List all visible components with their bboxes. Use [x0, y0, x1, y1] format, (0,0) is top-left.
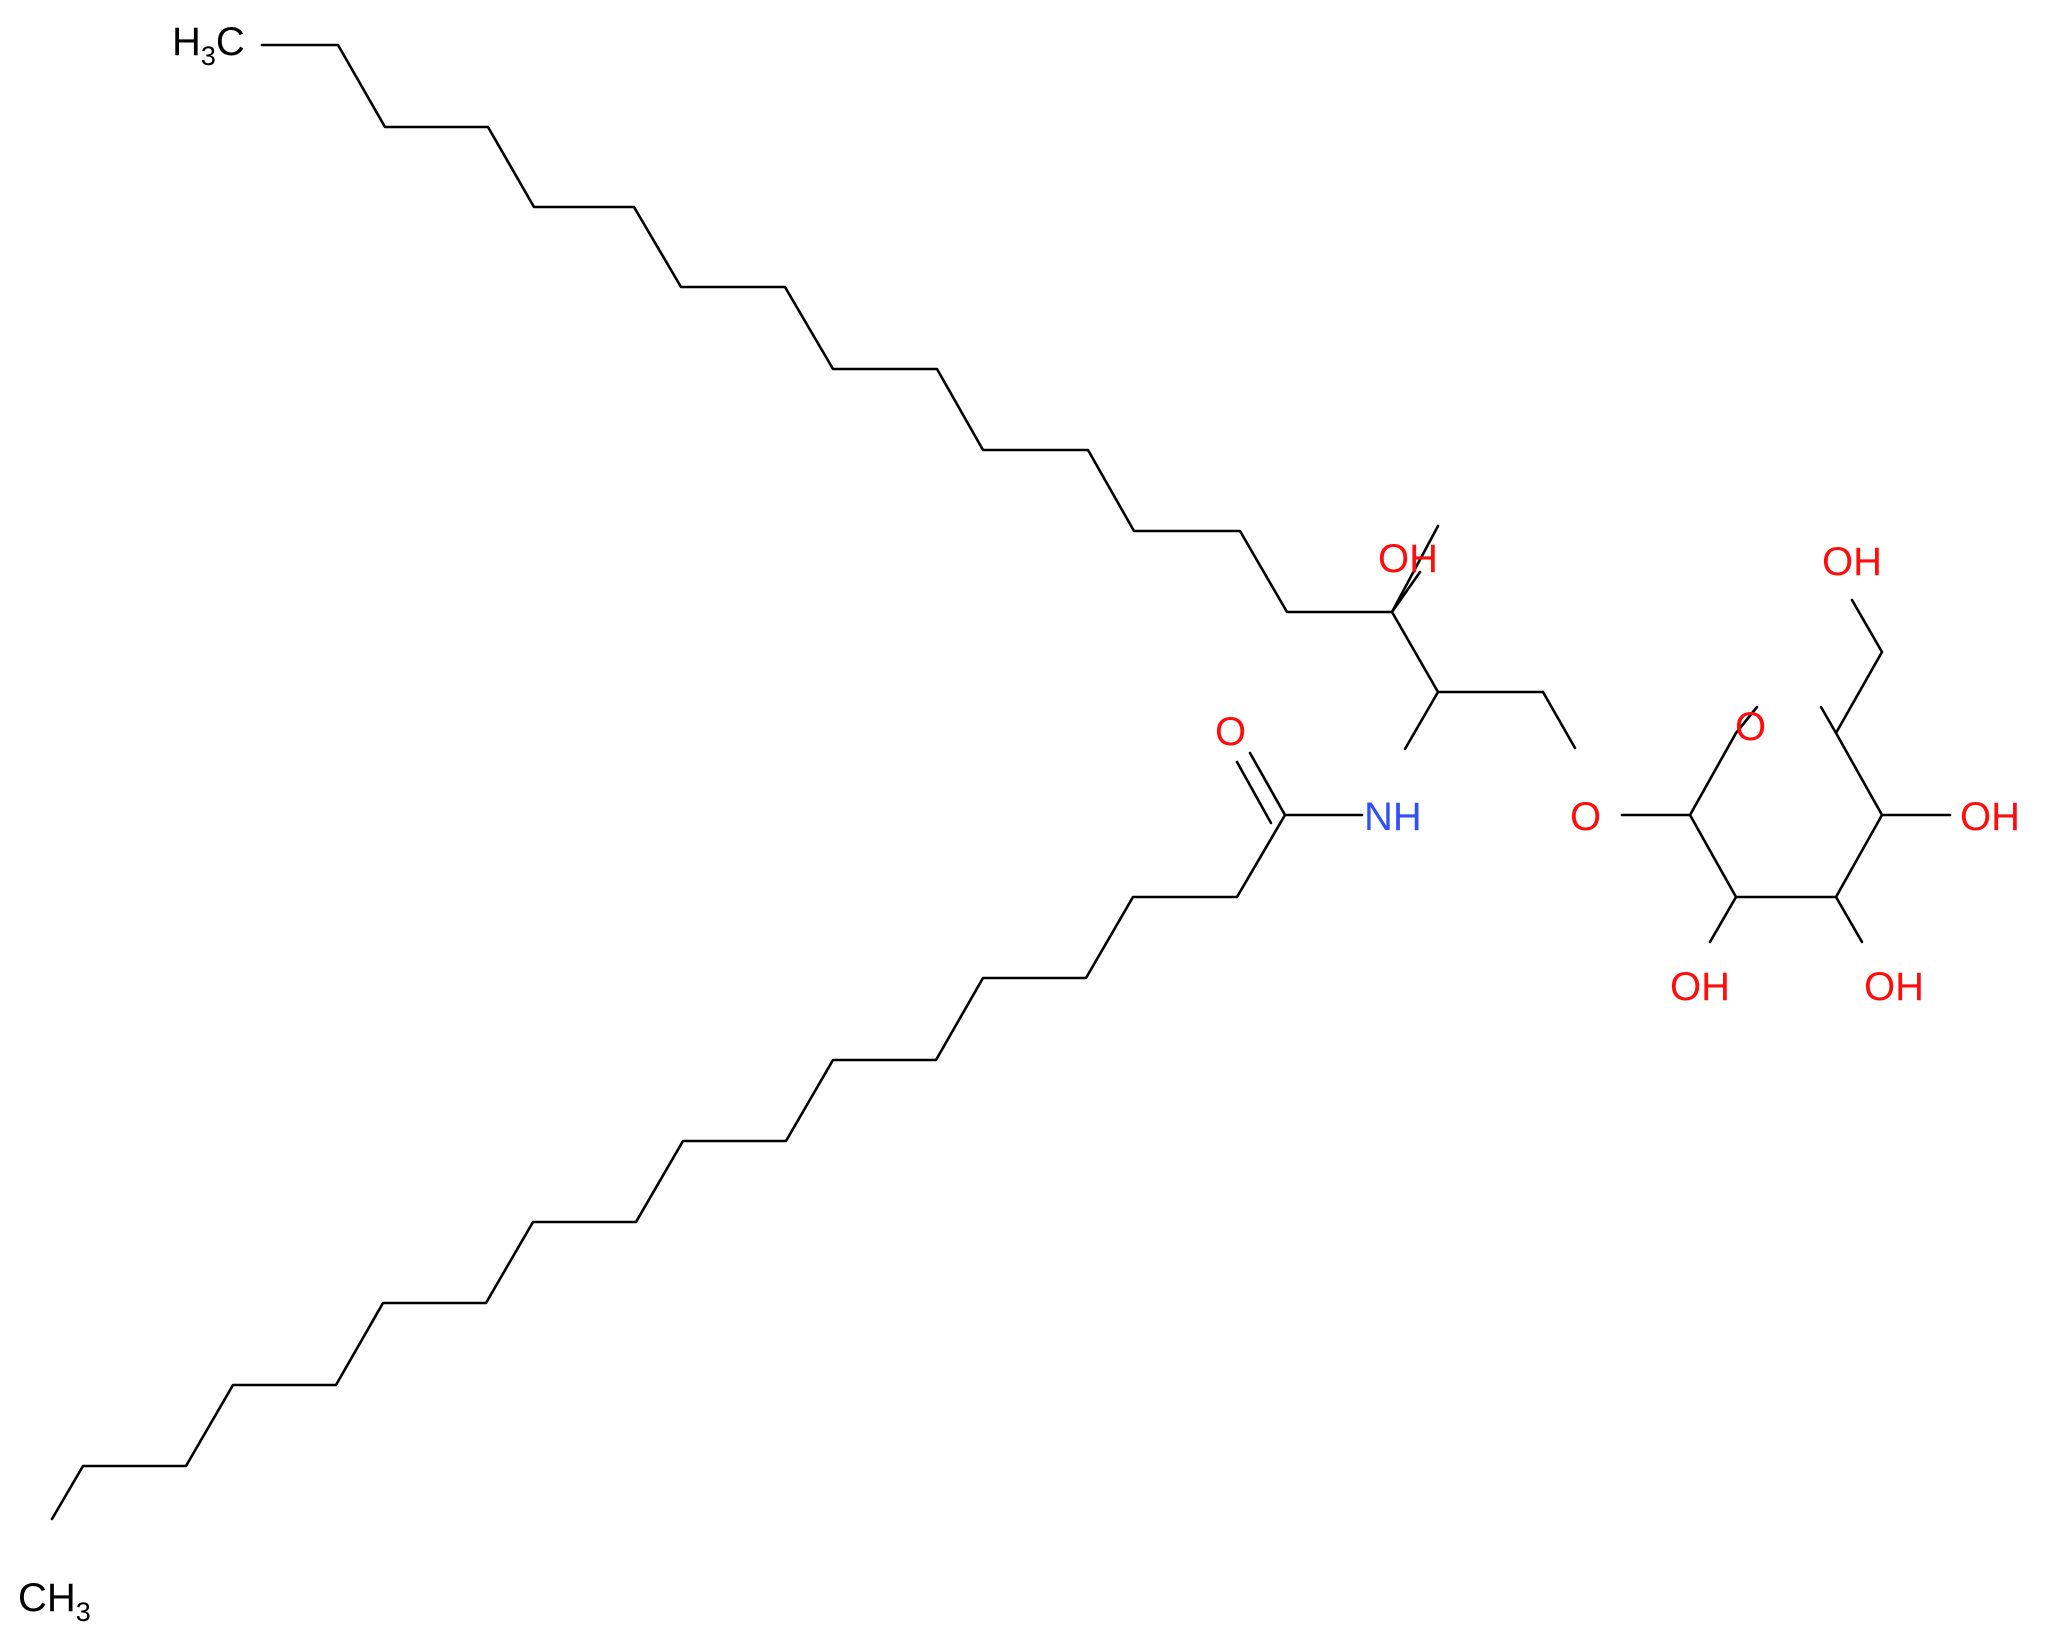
pyranose-ring — [1688, 705, 1884, 899]
c3-c2-bond — [1390, 610, 1440, 694]
c6-hydroxyl-label: OH — [1822, 540, 1882, 584]
c3-hydroxyl-label: OH — [1864, 965, 1924, 1009]
carbonyl-double-bond-b — [1235, 760, 1273, 825]
top-methyl-label: H3C — [172, 20, 245, 71]
atom-labels: H3C CH3 OH O NH O O OH OH OH OH — [18, 20, 2020, 1627]
ring-oxygen-label: O — [1735, 705, 1766, 749]
c2-nitrogen-bond — [1403, 690, 1440, 751]
ether-oxygen-label: O — [1570, 795, 1601, 839]
c2-hydroxyl-label: OH — [1670, 965, 1730, 1009]
ring-c3-hydroxyl-bond — [1834, 895, 1864, 944]
amide-nitrogen-label: NH — [1364, 795, 1422, 839]
pyranose-ring-oxygen-link — [1688, 705, 1759, 817]
carbonyl-oxygen-label: O — [1215, 710, 1246, 754]
c4-hydroxyl-label: OH — [1960, 795, 2020, 839]
bond-lines — [50, 43, 1952, 1521]
c1-ether-bond — [1541, 690, 1577, 750]
chain-hydroxyl-label: OH — [1378, 537, 1438, 581]
sphingoid-chain — [260, 43, 1440, 614]
bottom-methyl-label: CH3 — [18, 1576, 91, 1627]
ring-c6-chain — [1834, 598, 1884, 735]
ring-c2-hydroxyl-bond — [1708, 895, 1738, 944]
c3-hydroxyl-bond — [1390, 570, 1422, 614]
fatty-acyl-chain — [50, 813, 1287, 1521]
carbonyl-double-bond-a — [1248, 751, 1287, 817]
